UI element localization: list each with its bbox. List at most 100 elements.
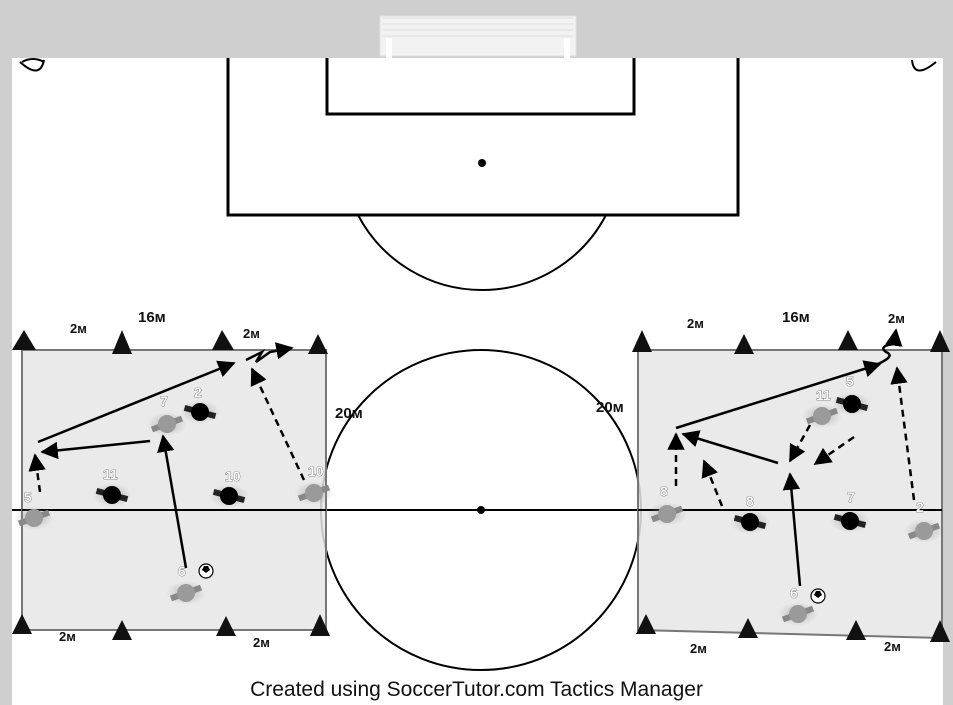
- player-number: 5: [846, 373, 854, 389]
- player-body: [841, 512, 859, 530]
- cone: [930, 330, 950, 352]
- player-number: 2: [916, 499, 924, 515]
- ball: [810, 588, 826, 604]
- player-grey: 2: [904, 499, 944, 543]
- penalty-arc: [357, 214, 607, 291]
- width-label: 16м: [782, 309, 810, 326]
- player-body: [305, 484, 323, 502]
- right-movements: [667, 328, 916, 587]
- player-body: [158, 415, 176, 433]
- pass-arrow: [782, 472, 802, 587]
- cone: [12, 330, 36, 350]
- player-grey: 6: [778, 585, 818, 626]
- player-number: 8: [660, 483, 668, 499]
- player-black: 10: [209, 468, 249, 508]
- cone: [930, 620, 950, 642]
- run-arrow: [250, 367, 306, 481]
- run-arrow: [788, 424, 812, 463]
- width-label: 16м: [138, 309, 166, 326]
- player-body: [915, 522, 933, 540]
- cone: [12, 614, 32, 634]
- cone: [846, 620, 866, 640]
- run-arrow: [813, 435, 855, 466]
- player-body: [741, 513, 759, 531]
- pass-arrow: [681, 430, 779, 465]
- gap-label: 2м: [888, 311, 905, 326]
- player-number: 6: [178, 563, 186, 579]
- player-number: 7: [160, 393, 168, 409]
- player-body: [789, 605, 807, 623]
- cone: [734, 334, 754, 354]
- cone: [738, 618, 758, 638]
- cone: [636, 614, 656, 634]
- cone: [310, 614, 330, 636]
- pass-arrow: [40, 439, 151, 460]
- player-body: [177, 584, 195, 602]
- left-movements: [28, 342, 306, 569]
- cone: [216, 616, 236, 636]
- gap-label: 2м: [70, 321, 87, 336]
- player-body: [103, 486, 121, 504]
- player-black: 8: [730, 493, 770, 534]
- six-yard-box: [325, 58, 636, 116]
- cone: [212, 330, 234, 350]
- player-black: 5: [832, 373, 872, 416]
- left-border: [0, 0, 12, 705]
- cone: [308, 334, 328, 354]
- player-body: [220, 487, 238, 505]
- side-label: 20м: [596, 399, 624, 416]
- player-grey: 5: [14, 489, 54, 530]
- credit-text: Created using SoccerTutor.com Tactics Ma…: [250, 678, 703, 701]
- dribble-arrow: [245, 342, 294, 364]
- pass-arrow: [37, 360, 236, 444]
- goal: [379, 15, 577, 58]
- player-grey: 10: [294, 463, 334, 505]
- player-grey: 8: [647, 483, 687, 526]
- penalty-area: [226, 58, 740, 217]
- cones: [12, 330, 950, 642]
- run-arrow: [28, 453, 46, 493]
- player-number: 10: [225, 468, 241, 484]
- player-black: 11: [92, 466, 132, 507]
- run-arrow: [701, 459, 724, 507]
- side-label: 20м: [335, 405, 363, 422]
- player-black: 2: [180, 384, 220, 424]
- cone: [112, 620, 132, 640]
- player-number: 2: [194, 384, 202, 400]
- player-body: [813, 407, 831, 425]
- player-grey: 11: [802, 387, 842, 428]
- player-body: [843, 395, 861, 413]
- pass-arrow: [157, 434, 188, 569]
- players-layer: 5 7 2 11 10 10 6 5 11 8 8 7 2 6: [14, 373, 944, 626]
- pass-arrow: [675, 360, 882, 430]
- player-number: 7: [847, 489, 855, 505]
- gap-label: 2м: [243, 326, 260, 341]
- player-body: [191, 403, 209, 421]
- dribble-arrow: [877, 328, 903, 366]
- gap-label: 2м: [690, 641, 707, 656]
- right-border: [943, 0, 953, 705]
- left-practice-area: [21, 349, 327, 631]
- penalty-spot: [478, 159, 486, 167]
- player-number: 5: [24, 489, 32, 505]
- gap-label: 2м: [253, 635, 270, 650]
- player-number: 11: [103, 466, 118, 482]
- player-body: [658, 505, 676, 523]
- player-number: 10: [308, 463, 324, 479]
- gap-label: 2м: [59, 629, 76, 644]
- cone: [838, 330, 858, 350]
- ball: [198, 563, 214, 579]
- player-body: [25, 509, 43, 527]
- corner-arc-right: [911, 59, 937, 72]
- player-grey: 7: [147, 393, 187, 436]
- player-black: 7: [830, 489, 870, 533]
- corner-arc-left-2: [19, 59, 45, 72]
- player-number: 11: [816, 387, 831, 403]
- player-number: 6: [790, 585, 798, 601]
- cone: [632, 330, 652, 352]
- cone: [112, 330, 132, 354]
- gap-label: 2м: [884, 639, 901, 654]
- player-grey: 6: [166, 563, 206, 605]
- player-number: 8: [746, 493, 754, 509]
